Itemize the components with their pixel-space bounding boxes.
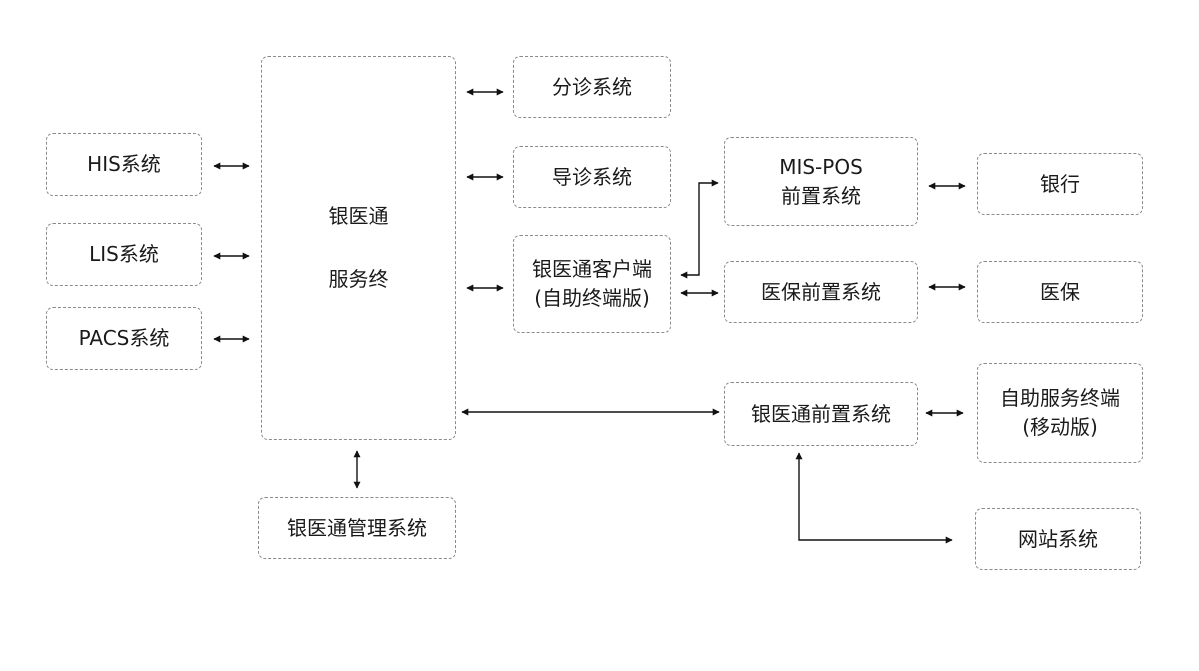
- node-insurance-front-label: 医保前置系统: [761, 279, 881, 304]
- node-triage: 分诊系统: [513, 56, 671, 118]
- node-client-label-line1: 银医通客户端: [532, 257, 652, 281]
- node-lis-label: LIS系统: [89, 242, 159, 266]
- link-front-website: [795, 452, 953, 544]
- node-management-label: 银医通管理系统: [287, 515, 427, 540]
- node-pacs-label: PACS系统: [78, 326, 170, 350]
- node-bank: 银行: [977, 153, 1143, 215]
- node-insurance: 医保: [977, 261, 1143, 323]
- node-mispos-label-line1: MIS-POS: [779, 154, 863, 179]
- node-guide-label: 导诊系统: [552, 164, 632, 189]
- node-front-label: 银医通前置系统: [751, 401, 891, 426]
- node-guide: 导诊系统: [513, 146, 671, 208]
- node-lis: LIS系统: [46, 223, 202, 286]
- node-website-label: 网站系统: [1018, 526, 1098, 551]
- node-triage-label: 分诊系统: [552, 74, 632, 99]
- node-kiosk-mobile-label-line2: (移动版): [1022, 415, 1098, 439]
- node-kiosk-mobile: 自助服务终端 (移动版): [977, 363, 1143, 463]
- node-mispos-label-line2: 前置系统: [781, 183, 861, 208]
- node-front: 银医通前置系统: [724, 382, 918, 446]
- node-mispos: MIS-POS 前置系统: [724, 137, 918, 226]
- node-insurance-front: 医保前置系统: [724, 261, 918, 323]
- node-server-label-line1: 银医通: [328, 204, 389, 228]
- node-bank-label: 银行: [1040, 171, 1080, 196]
- node-insurance-label: 医保: [1040, 279, 1080, 304]
- node-server-label-line2: 服务终: [328, 267, 389, 291]
- node-client: 银医通客户端 (自助终端版): [513, 235, 671, 333]
- node-client-label-line2: (自助终端版): [534, 286, 650, 310]
- node-his: HIS系统: [46, 133, 202, 196]
- node-his-label: HIS系统: [87, 152, 161, 176]
- node-server: 银医通 服务终: [261, 56, 456, 440]
- node-website: 网站系统: [975, 508, 1141, 570]
- link-client-mispos: [680, 179, 719, 279]
- node-management: 银医通管理系统: [258, 497, 456, 559]
- node-pacs: PACS系统: [46, 307, 202, 370]
- node-kiosk-mobile-label-line1: 自助服务终端: [1000, 386, 1120, 410]
